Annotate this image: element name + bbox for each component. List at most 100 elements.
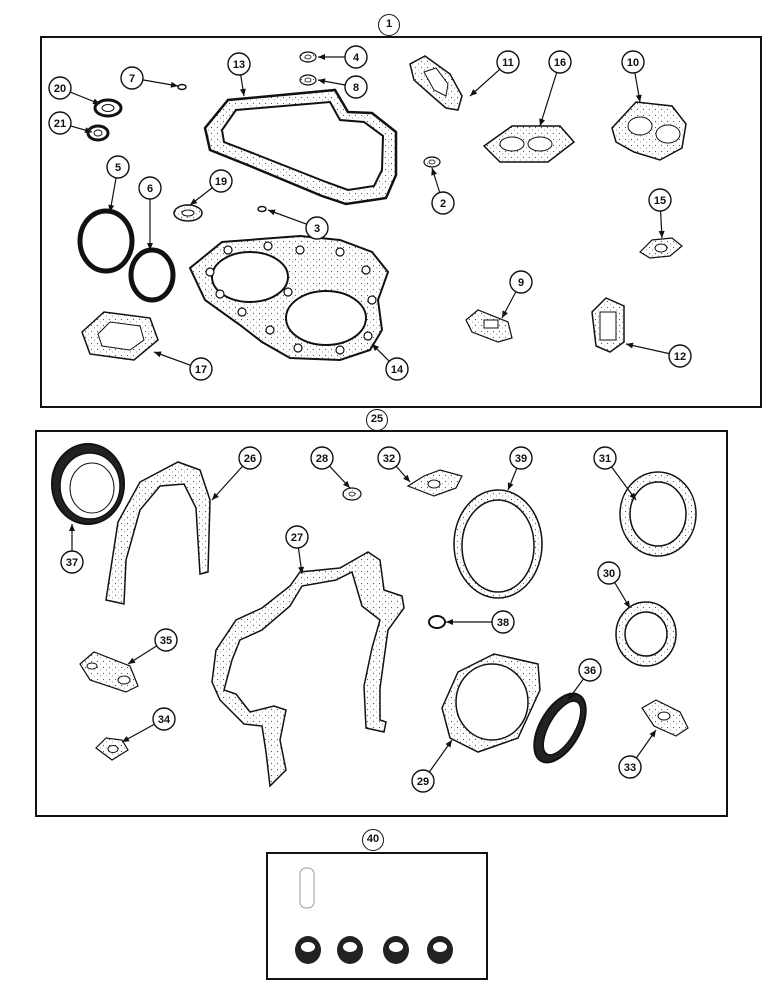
leader-arrowhead [626, 342, 634, 349]
leader-line [625, 343, 670, 355]
callout-number: 7 [129, 73, 135, 85]
callout-bubble [621, 50, 645, 74]
callout-bubble [60, 550, 84, 574]
callout-number: 3 [314, 223, 320, 235]
callout-bubble [138, 176, 162, 200]
flange-gasket-shape [591, 297, 625, 353]
callout-bubble [209, 169, 233, 193]
leader-arrowhead [154, 351, 162, 358]
callout-number: 9 [518, 277, 524, 289]
callout-bubble [411, 769, 435, 793]
pump-gasket-shape [441, 653, 541, 753]
o-ring-shape [177, 83, 187, 91]
small-flange-gasket-shape [639, 237, 683, 259]
callout-bubble [509, 446, 533, 470]
callout-bubble [377, 446, 401, 470]
seal-ring-shape [77, 208, 135, 274]
kit-number-callout: 1 [378, 14, 400, 36]
square-flange-gasket-shape [81, 311, 159, 361]
flange-gasket-shape [406, 469, 463, 497]
callout-bubble [305, 216, 329, 240]
callout-bubble [238, 446, 262, 470]
rear-seal-housing-gasket-shape [105, 461, 211, 605]
leader-arrowhead [507, 482, 514, 490]
callout-bubble [597, 561, 621, 585]
callout-bubble [48, 111, 72, 135]
callout-bubble [106, 155, 130, 179]
leader-arrowhead [170, 81, 178, 88]
callout-number: 10 [627, 57, 639, 69]
valve-stem-seal-shape [299, 867, 315, 909]
callout-bubble [385, 357, 409, 381]
leader-arrowhead [539, 118, 545, 126]
leader-arrowhead [122, 736, 130, 742]
leader-arrowhead [446, 619, 453, 625]
callout-bubble [344, 45, 368, 69]
callout-number: 16 [554, 57, 566, 69]
leader-line [539, 72, 558, 127]
round-flange-gasket-shape [619, 471, 697, 557]
callout-bubble [648, 188, 672, 212]
callout-bubble [491, 610, 515, 634]
callout-number: 34 [158, 714, 171, 726]
callout-bubble [509, 270, 533, 294]
callout-number: 15 [654, 195, 666, 207]
callout-number: 19 [215, 176, 227, 188]
callout-bubble [668, 344, 692, 368]
leader-arrowhead [431, 168, 437, 176]
manifold-gasket-shape [482, 125, 576, 163]
o-ring-shape [428, 615, 446, 629]
round-flange-gasket-shape [615, 601, 677, 667]
callout-number: 21 [54, 118, 66, 130]
washer-shape [299, 74, 317, 86]
callout-number: 27 [291, 532, 303, 544]
crankshaft-seal-shape [51, 443, 125, 525]
callout-bubble [310, 446, 334, 470]
double-port-gasket-shape [611, 101, 687, 161]
leader-arrowhead [470, 89, 478, 96]
washer-shape [173, 204, 203, 222]
leader-line [211, 465, 244, 501]
leader-arrowhead [318, 78, 326, 85]
callout-number: 31 [599, 453, 611, 465]
callout-number: 39 [515, 453, 527, 465]
leader-arrowhead [268, 209, 276, 216]
valve-stem-seal-shape [295, 936, 321, 964]
callout-bubble [189, 357, 213, 381]
flange-gasket-shape [465, 309, 513, 343]
small-flange-gasket-shape [95, 737, 129, 761]
callout-number: 6 [147, 183, 153, 195]
callout-bubble [431, 191, 455, 215]
callout-number: 11 [502, 57, 514, 69]
callout-number: 13 [233, 59, 245, 71]
leader-arrowhead [403, 474, 410, 482]
callout-number: 20 [54, 83, 66, 95]
leader-arrowhead [212, 492, 219, 500]
cylinder-head-gasket-shape [188, 234, 390, 362]
kit-panel-upper-gasket-set [40, 36, 762, 408]
leader-arrowhead [343, 480, 350, 488]
callout-bubble [344, 75, 368, 99]
callout-bubble [548, 50, 572, 74]
callout-bubble [618, 755, 642, 779]
o-ring-shape [257, 205, 267, 213]
leader-arrowhead [649, 730, 656, 738]
rocker-cover-gasket-shape [203, 88, 398, 206]
callout-number: 32 [383, 453, 395, 465]
callout-number: 33 [624, 762, 636, 774]
leader-arrowhead [128, 657, 136, 664]
leader-arrowhead [298, 566, 305, 574]
callout-number: 29 [417, 776, 429, 788]
manifold-gasket-shape [79, 651, 139, 693]
leader-arrowhead [239, 88, 246, 96]
washer-shape [423, 156, 441, 168]
washer-shape [342, 487, 362, 501]
leader-arrowhead [147, 243, 153, 250]
leader-arrowhead [69, 524, 75, 531]
leader-arrowhead [108, 204, 115, 212]
leader-arrowhead [372, 344, 380, 352]
callout-number: 5 [115, 162, 121, 174]
callout-bubble [152, 707, 176, 731]
callout-bubble [120, 66, 144, 90]
